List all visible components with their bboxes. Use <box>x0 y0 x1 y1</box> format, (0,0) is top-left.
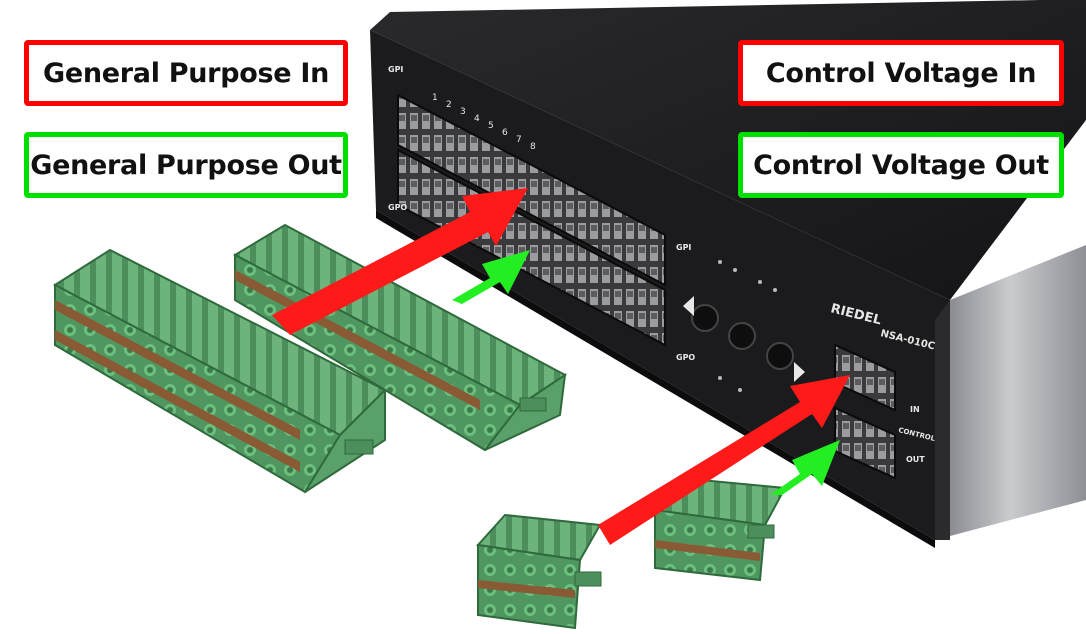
port-label-in: IN <box>910 405 920 414</box>
gpi-plug-connector <box>53 248 387 494</box>
cvo-label: Control Voltage Out <box>738 132 1064 198</box>
pin-number: 2 <box>446 100 452 110</box>
pin-number: 5 <box>488 121 494 131</box>
pin-number: 7 <box>516 135 522 145</box>
port-label-gpi: GPI <box>388 65 403 74</box>
gpo-arrow <box>452 250 530 304</box>
pin-number: 6 <box>502 128 508 138</box>
control-in-socket <box>834 343 896 412</box>
control-out-socket <box>834 406 896 480</box>
cvi-arrow <box>598 375 850 545</box>
pin-number: 1 <box>432 93 438 103</box>
cvi-label: Control Voltage In <box>738 40 1064 106</box>
pin-number: 3 <box>460 107 466 117</box>
gpi-arrow <box>272 188 528 335</box>
gpo-plug-connector <box>232 223 567 452</box>
port-label-gpo: GPO <box>388 203 407 212</box>
front-panel-buttons <box>683 260 805 392</box>
control-out-plug-connector <box>653 476 787 582</box>
pin-number: 8 <box>530 142 536 152</box>
gpo-label: General Purpose Out <box>24 132 348 198</box>
cvo-arrow <box>770 440 840 495</box>
port-label-gpo-right: GPO <box>676 353 695 362</box>
pin-number: 4 <box>474 114 480 124</box>
gpi-socket <box>397 93 666 287</box>
control-in-plug-connector <box>476 513 602 630</box>
port-label-out: OUT <box>906 455 925 464</box>
port-label-gpi-right: GPI <box>676 243 691 252</box>
gpi-label: General Purpose In <box>24 40 348 106</box>
